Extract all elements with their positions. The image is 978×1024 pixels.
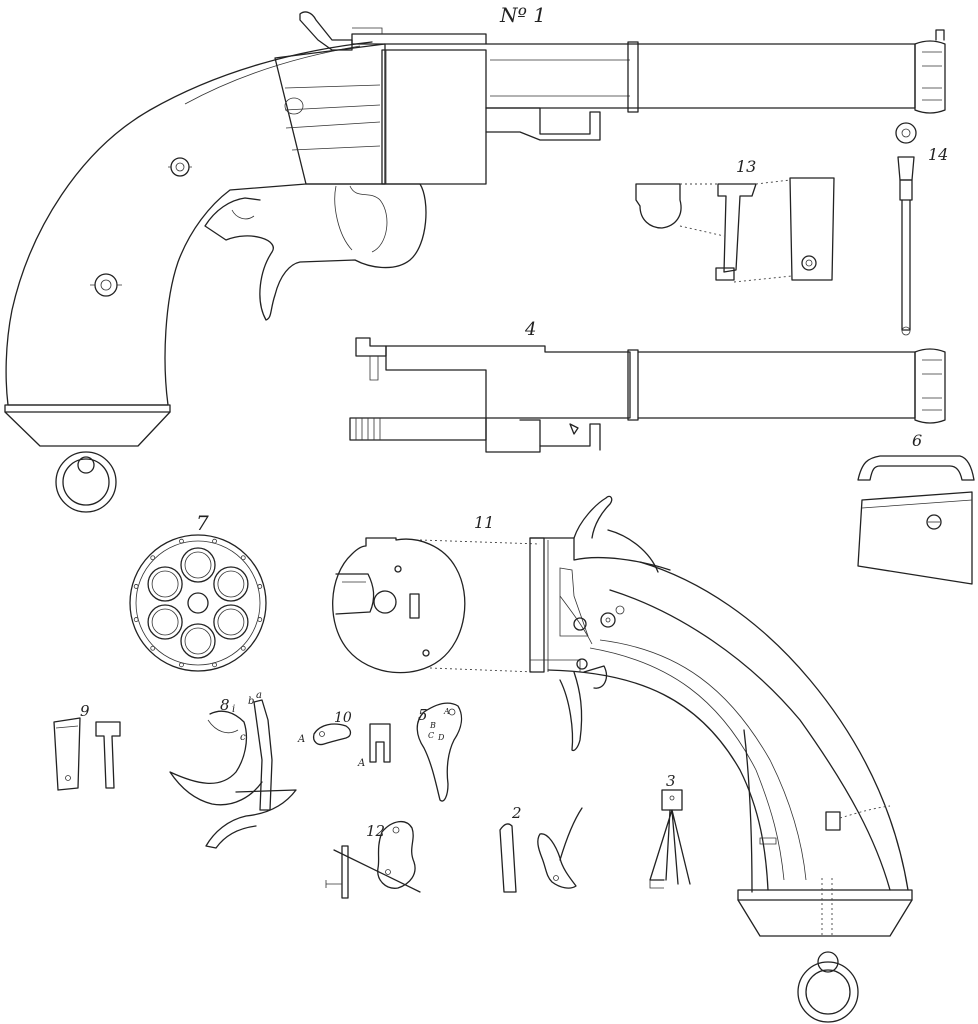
cylinder-notch: [257, 584, 263, 589]
figure-4-label: 4: [524, 319, 536, 340]
figure-3-label: 3: [666, 772, 676, 790]
figure-10-label: 10: [334, 710, 352, 726]
figure-7-label: 7: [196, 511, 209, 535]
figure-10-parts: [312, 723, 391, 763]
figure-12-label: 12: [366, 822, 385, 840]
chamber-outer: [213, 566, 249, 602]
figure-14-ramrod: [895, 122, 917, 336]
chamber-bore: [184, 551, 212, 579]
figure-7-cylinder: [129, 534, 267, 672]
frame-section-view: [529, 495, 913, 1023]
figure-2-springs: [499, 807, 583, 893]
figure-13-label: 13: [736, 157, 756, 176]
chamber-bore: [151, 570, 179, 598]
fig8-letter-c: c: [240, 732, 246, 743]
fig8-letter-i: i: [232, 704, 235, 715]
fig5-letter-d: D: [437, 733, 445, 742]
chamber-outer: [180, 547, 216, 583]
chamber-outer: [147, 604, 183, 640]
figure-2-label: 2: [511, 804, 522, 822]
grip-screw-upper: [168, 157, 192, 177]
figure-3-spring-assembly: [649, 789, 691, 889]
fig5-letter-c: C: [428, 731, 434, 740]
fig8-letter-a: a: [256, 690, 262, 701]
figure-5-trigger: [416, 702, 463, 802]
chamber-bore: [151, 608, 179, 636]
cylinder-notch: [257, 617, 263, 622]
revolver-side-view: [4, 11, 946, 513]
chamber-outer: [147, 566, 183, 602]
cylinder-notch: [212, 662, 217, 668]
figure-9-label: 9: [80, 702, 90, 720]
plate-title: Nº 1: [499, 3, 546, 27]
fig5-letter-a: A: [443, 707, 450, 716]
figure-11-plate: [332, 537, 541, 674]
figure-6-label: 6: [912, 431, 922, 450]
grip-screw-lower: [90, 273, 122, 297]
figure-5-label: 5: [418, 706, 428, 724]
cylinder-notch: [240, 555, 246, 561]
chamber-bore: [217, 570, 245, 598]
fig8-letter-b: b: [248, 696, 254, 707]
cylinder-notch: [150, 645, 156, 651]
chamber-bore: [184, 627, 212, 655]
cylinder-notch: [212, 538, 217, 544]
chamber-outer: [213, 604, 249, 640]
cylinder-notch: [240, 645, 246, 651]
cylinder-notch: [150, 555, 156, 561]
figure-14-label: 14: [928, 145, 948, 164]
figure-11-label: 11: [474, 513, 494, 532]
figure-8-label: 8: [220, 696, 230, 714]
fig10-letter-a2: A: [357, 758, 365, 769]
figure-9-parts: [53, 717, 121, 791]
cylinder-notch: [133, 617, 139, 622]
figure-4-barrel: [349, 337, 946, 453]
cylinder-notch: [179, 538, 184, 544]
fig10-letter-a1: A: [297, 734, 305, 745]
chamber-outer: [180, 623, 216, 659]
cylinder-notch: [179, 662, 184, 668]
figure-12-parts: [325, 821, 421, 899]
figure-8-hammer: [169, 699, 297, 849]
cylinder-notch: [133, 584, 139, 589]
chamber-bore: [217, 608, 245, 636]
figure-6-parts: [857, 455, 975, 585]
figure-13-parts: [635, 177, 835, 283]
fig5-letter-b: B: [429, 721, 436, 730]
